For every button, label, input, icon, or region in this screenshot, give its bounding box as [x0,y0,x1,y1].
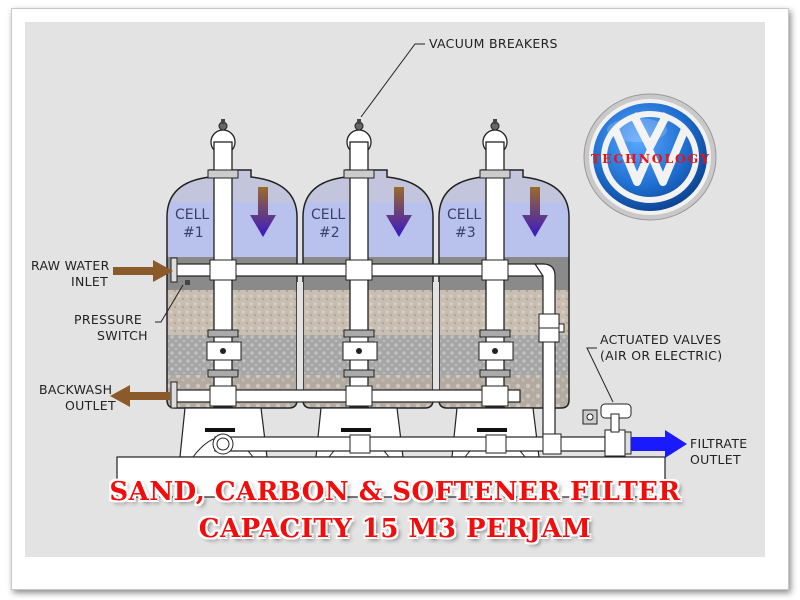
vw-logo-icon [583,93,717,221]
skid-platform [116,456,666,498]
flow-down-arrow-icon [386,187,412,237]
cell-2-label: CELL [311,207,345,223]
pressure-switch-leader [155,284,184,323]
tank-gap [297,282,303,402]
riser-valve [538,313,565,343]
cell-2-number: #2 [319,225,340,241]
tank-gap [433,282,439,402]
title-line-1: SAND, CARBON & SOFTENER FILTER [109,477,681,507]
vacuum-breakers-leader [360,43,425,118]
backwash-outlet-arrow-icon [110,385,170,407]
backwash-label-line1: BACKWASH [39,382,112,397]
raw-water-inlet-arrow-icon [113,260,173,282]
flow-down-arrow-icon [250,187,276,237]
vacuum-breakers-label: VACUUM BREAKERS [429,36,558,51]
diagram-canvas: CELL #1 CELL #2 CELL #3 [25,22,765,557]
cell-1-number: #1 [183,225,204,241]
pressure-switch-icon [185,280,190,285]
cell-1-label: CELL [175,207,209,223]
actuated-valves-leader [586,347,614,403]
actuated-valves-label-line1: ACTUATED VALVES [600,332,721,347]
actuated-valve [582,403,632,457]
actuated-valves-label-line2: (AIR OR ELECTRIC) [600,348,722,363]
cell-3-label: CELL [447,207,481,223]
pressure-switch-label-line2: SWITCH [97,328,148,343]
filtrate-outlet-arrow-icon [631,430,687,458]
flow-down-arrow-icon [522,187,548,237]
raw-water-label-line1: RAW WATER [31,258,110,273]
tank-valve-2 [342,329,378,378]
filtrate-header-pipe [212,433,606,455]
pressure-switch-label-line1: PRESSURE [74,312,142,327]
cell-3-number: #3 [455,225,476,241]
tank-valve-1 [206,329,242,378]
backwash-label-line2: OUTLET [65,398,116,413]
filtrate-label-line2: OUTLET [690,452,741,467]
title-line-2: CAPACITY 15 M3 PERJAM [198,514,592,544]
inlet-header-pipe [170,257,556,443]
backwash-header-pipe [170,381,521,409]
raw-water-label-line2: INLET [71,274,108,289]
filter-system-diagram: CELL #1 CELL #2 CELL #3 [31,36,747,498]
filtrate-label-line1: FILTRATE [690,436,747,451]
tank-valve-3 [478,329,514,378]
